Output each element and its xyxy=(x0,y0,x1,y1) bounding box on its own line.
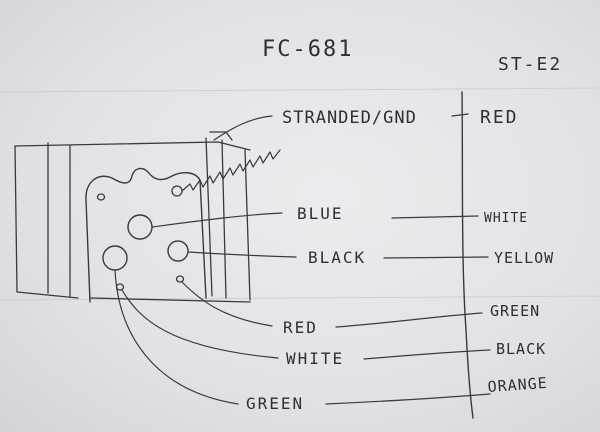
fc-label-blue: BLUE xyxy=(297,204,344,223)
column-divider-line xyxy=(461,91,474,419)
fc-label-red: RED xyxy=(283,318,318,337)
connection-lines xyxy=(325,113,491,405)
st-label-red: RED xyxy=(480,107,519,128)
left-title: FC-681 xyxy=(262,37,353,62)
pin-top-left xyxy=(96,193,106,201)
fc-681-labels: STRANDED/GND BLUE BLACK RED WHITE GREEN xyxy=(246,108,417,413)
conn-black xyxy=(383,256,489,259)
st-e2-labels: RED WHITE YELLOW GREEN BLACK ORANGE xyxy=(480,107,554,396)
leader-green xyxy=(114,269,239,405)
st-label-green: GREEN xyxy=(490,302,540,320)
leader-white xyxy=(121,289,279,359)
connector-pins xyxy=(96,185,189,291)
connector-face xyxy=(85,167,207,303)
leader-lines xyxy=(114,115,297,405)
pin-red xyxy=(175,275,185,283)
leader-black xyxy=(187,251,297,258)
fc-label-stranded-gnd: STRANDED/GND xyxy=(282,108,417,128)
st-label-yellow: YELLOW xyxy=(494,249,554,267)
stranded-gnd-wire xyxy=(181,149,281,192)
conn-red xyxy=(335,312,483,328)
conn-green xyxy=(325,393,491,405)
pin-stranded-gnd xyxy=(171,185,183,197)
leader-blue xyxy=(151,212,283,228)
pin-green xyxy=(102,245,128,271)
pin-black xyxy=(167,240,189,262)
right-title: ST-E2 xyxy=(498,54,562,75)
conn-blue xyxy=(391,215,479,219)
pin-white xyxy=(115,283,125,291)
conn-white xyxy=(363,349,491,360)
connector-housing xyxy=(14,131,251,303)
pin-blue xyxy=(127,214,153,240)
paper-texture xyxy=(0,87,600,301)
fc-label-black: BLACK xyxy=(308,248,366,267)
st-label-orange: ORANGE xyxy=(487,374,548,396)
leader-red xyxy=(181,281,273,327)
fc-label-white: WHITE xyxy=(286,349,344,368)
leader-stranded-gnd xyxy=(213,115,273,141)
fc-label-green: GREEN xyxy=(246,394,304,413)
st-label-white: WHITE xyxy=(484,211,528,226)
st-label-black: BLACK xyxy=(496,340,546,358)
conn-stranded-gnd xyxy=(451,113,469,117)
